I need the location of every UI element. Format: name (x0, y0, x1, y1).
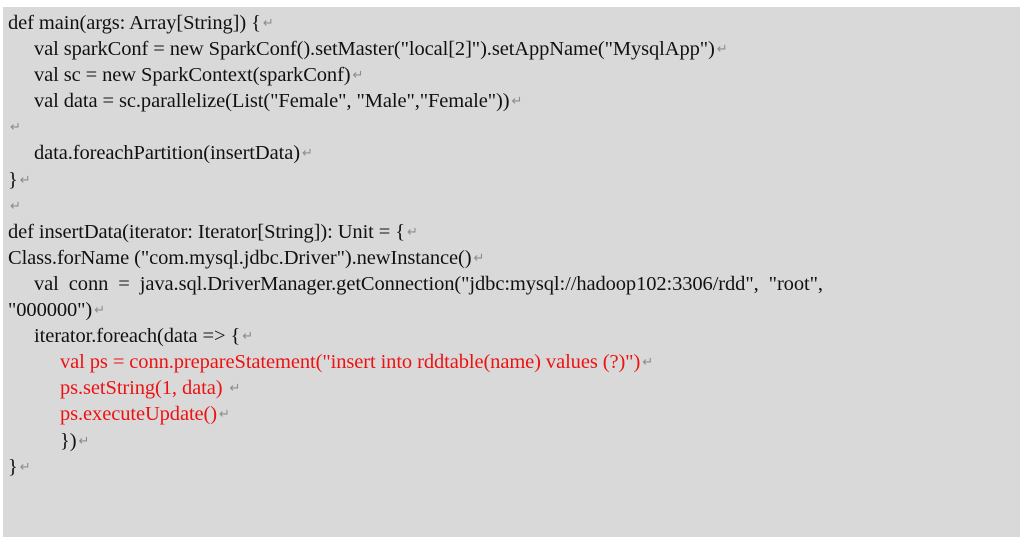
code-line-1[interactable]: def main(args: Array[String]) {↵ (8, 10, 1018, 36)
paragraph-mark-icon: ↵ (262, 16, 274, 31)
code-line-8[interactable]: ↵ (8, 193, 1018, 219)
code-line-text: val conn = java.sql.DriverManager.getCon… (34, 272, 823, 295)
paragraph-mark-icon: ↵ (219, 407, 230, 423)
paragraph-mark-icon: ↵ (352, 68, 364, 84)
paragraph-mark-icon: ↵ (642, 355, 653, 371)
code-line-10[interactable]: Class.forName ("com.mysql.jdbc.Driver").… (8, 245, 1018, 271)
code-line-15[interactable]: ps.setString(1, data) ↵ (8, 375, 1018, 401)
code-line-text: } (8, 455, 18, 478)
code-line-text: val sparkConf = new SparkConf().setMaste… (34, 38, 715, 61)
code-line-2[interactable]: val sparkConf = new SparkConf().setMaste… (8, 36, 1018, 62)
paragraph-mark-icon: ↵ (473, 250, 485, 266)
code-line-text: def main(args: Array[String]) { (8, 12, 261, 34)
paragraph-mark-icon: ↵ (229, 381, 241, 397)
paragraph-mark-icon: ↵ (10, 120, 21, 136)
code-line-6[interactable]: data.foreachPartition(insertData)↵ (8, 140, 1018, 166)
code-line-12[interactable]: "000000")↵ (8, 297, 1018, 323)
code-line-9[interactable]: def insertData(iterator: Iterator[String… (8, 219, 1018, 245)
code-line-text: iterator.foreach(data => { (34, 325, 241, 348)
paragraph-mark-icon: ↵ (407, 224, 418, 240)
code-block-shading (3, 7, 1020, 537)
paragraph-mark-icon: ↵ (19, 459, 31, 475)
code-line-text: data.foreachPartition(insertData) (34, 142, 300, 165)
code-line-text: def insertData(iterator: Iterator[String… (8, 220, 406, 243)
paragraph-mark-icon: ↵ (78, 433, 90, 449)
code-block: def main(args: Array[String]) {↵ val spa… (8, 10, 1018, 480)
code-line-14[interactable]: val ps = conn.prepareStatement("insert i… (8, 349, 1018, 375)
paragraph-mark-icon: ↵ (716, 42, 728, 58)
code-line-text: Class.forName ("com.mysql.jdbc.Driver").… (8, 246, 472, 269)
paragraph-mark-icon: ↵ (511, 94, 523, 110)
code-line-text: "000000") (8, 299, 93, 322)
code-line-18[interactable]: }↵ (8, 454, 1018, 480)
code-line-16[interactable]: ps.executeUpdate()↵ (8, 401, 1018, 427)
code-line-7[interactable]: }↵ (8, 167, 1018, 193)
code-line-text: ps.setString(1, data) (60, 377, 228, 400)
paragraph-mark-icon: ↵ (19, 172, 31, 188)
code-line-11[interactable]: val conn = java.sql.DriverManager.getCon… (8, 271, 1018, 297)
paragraph-mark-icon: ↵ (242, 329, 254, 345)
code-line-13[interactable]: iterator.foreach(data => {↵ (8, 323, 1018, 349)
code-line-4[interactable]: val data = sc.parallelize(List("Female",… (8, 88, 1018, 114)
code-line-text: ps.executeUpdate() (60, 403, 217, 426)
code-line-text: val ps = conn.prepareStatement("insert i… (60, 351, 641, 374)
paragraph-mark-icon: ↵ (94, 303, 105, 319)
code-line-text: } (8, 168, 18, 191)
code-line-text: }) (60, 429, 77, 452)
paragraph-mark-icon: ↵ (10, 198, 21, 214)
code-line-17[interactable]: })↵ (8, 428, 1018, 454)
code-line-5[interactable]: ↵ (8, 114, 1018, 140)
code-line-3[interactable]: val sc = new SparkContext(sparkConf)↵ (8, 62, 1018, 88)
code-line-text: val sc = new SparkContext(sparkConf) (34, 64, 351, 87)
paragraph-mark-icon: ↵ (301, 146, 313, 162)
code-line-text: val data = sc.parallelize(List("Female",… (34, 90, 510, 113)
